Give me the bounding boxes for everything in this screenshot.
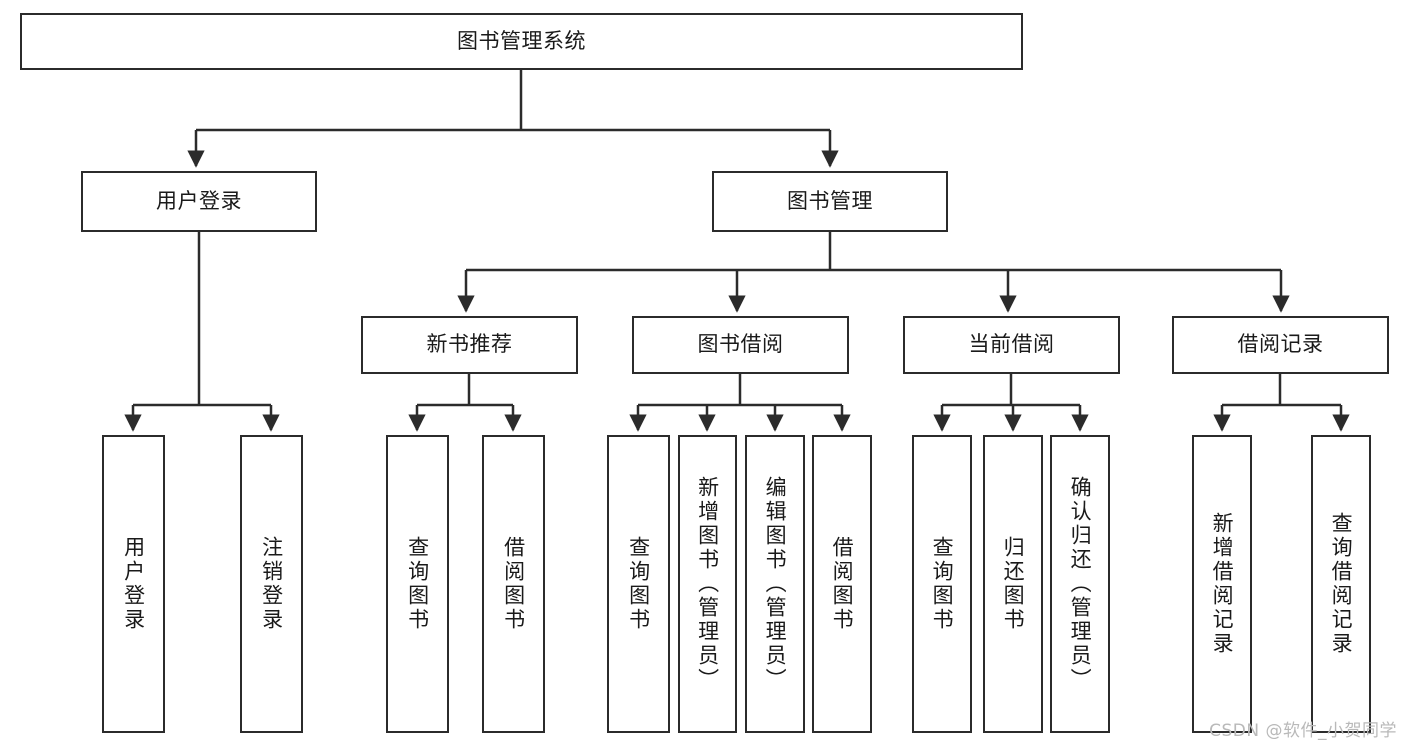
node-book-borrow[interactable]: 图书借阅 — [632, 316, 849, 374]
node-current-borrow[interactable]: 当前借阅 — [903, 316, 1120, 374]
leaf-user-login[interactable]: 用户登录 — [102, 435, 165, 733]
node-label: 图书管理 — [787, 188, 873, 213]
node-label: 确认归还（管理员） — [1068, 476, 1093, 692]
node-label: 用户登录 — [121, 536, 146, 632]
leaf-query-book-current[interactable]: 查询图书 — [912, 435, 972, 733]
node-label: 图书借阅 — [697, 332, 784, 357]
node-label: 编辑图书（管理员） — [763, 476, 788, 692]
node-label: 借阅记录 — [1237, 332, 1324, 357]
leaf-edit-book-admin[interactable]: 编辑图书（管理员） — [745, 435, 805, 733]
node-new-book-recommend[interactable]: 新书推荐 — [361, 316, 578, 374]
node-label: 图书管理系统 — [457, 28, 586, 53]
node-label: 新增借阅记录 — [1210, 512, 1235, 656]
leaf-return-book[interactable]: 归还图书 — [983, 435, 1043, 733]
leaf-confirm-return-admin[interactable]: 确认归还（管理员） — [1050, 435, 1110, 733]
leaf-borrow-book[interactable]: 借阅图书 — [812, 435, 872, 733]
node-root-system[interactable]: 图书管理系统 — [20, 13, 1023, 70]
node-book-management[interactable]: 图书管理 — [712, 171, 948, 232]
node-label: 查询图书 — [405, 536, 430, 632]
node-user-login[interactable]: 用户登录 — [81, 171, 317, 232]
node-label: 新书推荐 — [426, 332, 513, 357]
node-label: 当前借阅 — [968, 332, 1055, 357]
node-label: 借阅图书 — [501, 536, 526, 632]
leaf-add-borrow-record[interactable]: 新增借阅记录 — [1192, 435, 1252, 733]
node-label: 查询图书 — [930, 536, 955, 632]
leaf-logout[interactable]: 注销登录 — [240, 435, 303, 733]
node-label: 用户登录 — [156, 188, 242, 213]
node-label: 归还图书 — [1001, 536, 1026, 632]
leaf-borrow-book-recommend[interactable]: 借阅图书 — [482, 435, 545, 733]
node-label: 查询图书 — [626, 536, 651, 632]
node-label: 新增图书（管理员） — [695, 476, 720, 692]
node-label: 查询借阅记录 — [1329, 512, 1354, 656]
leaf-query-book-borrow[interactable]: 查询图书 — [607, 435, 670, 733]
leaf-add-book-admin[interactable]: 新增图书（管理员） — [678, 435, 737, 733]
leaf-query-book-recommend[interactable]: 查询图书 — [386, 435, 449, 733]
node-label: 注销登录 — [259, 536, 284, 632]
node-borrow-records[interactable]: 借阅记录 — [1172, 316, 1389, 374]
node-label: 借阅图书 — [830, 536, 855, 632]
leaf-query-borrow-record[interactable]: 查询借阅记录 — [1311, 435, 1371, 733]
